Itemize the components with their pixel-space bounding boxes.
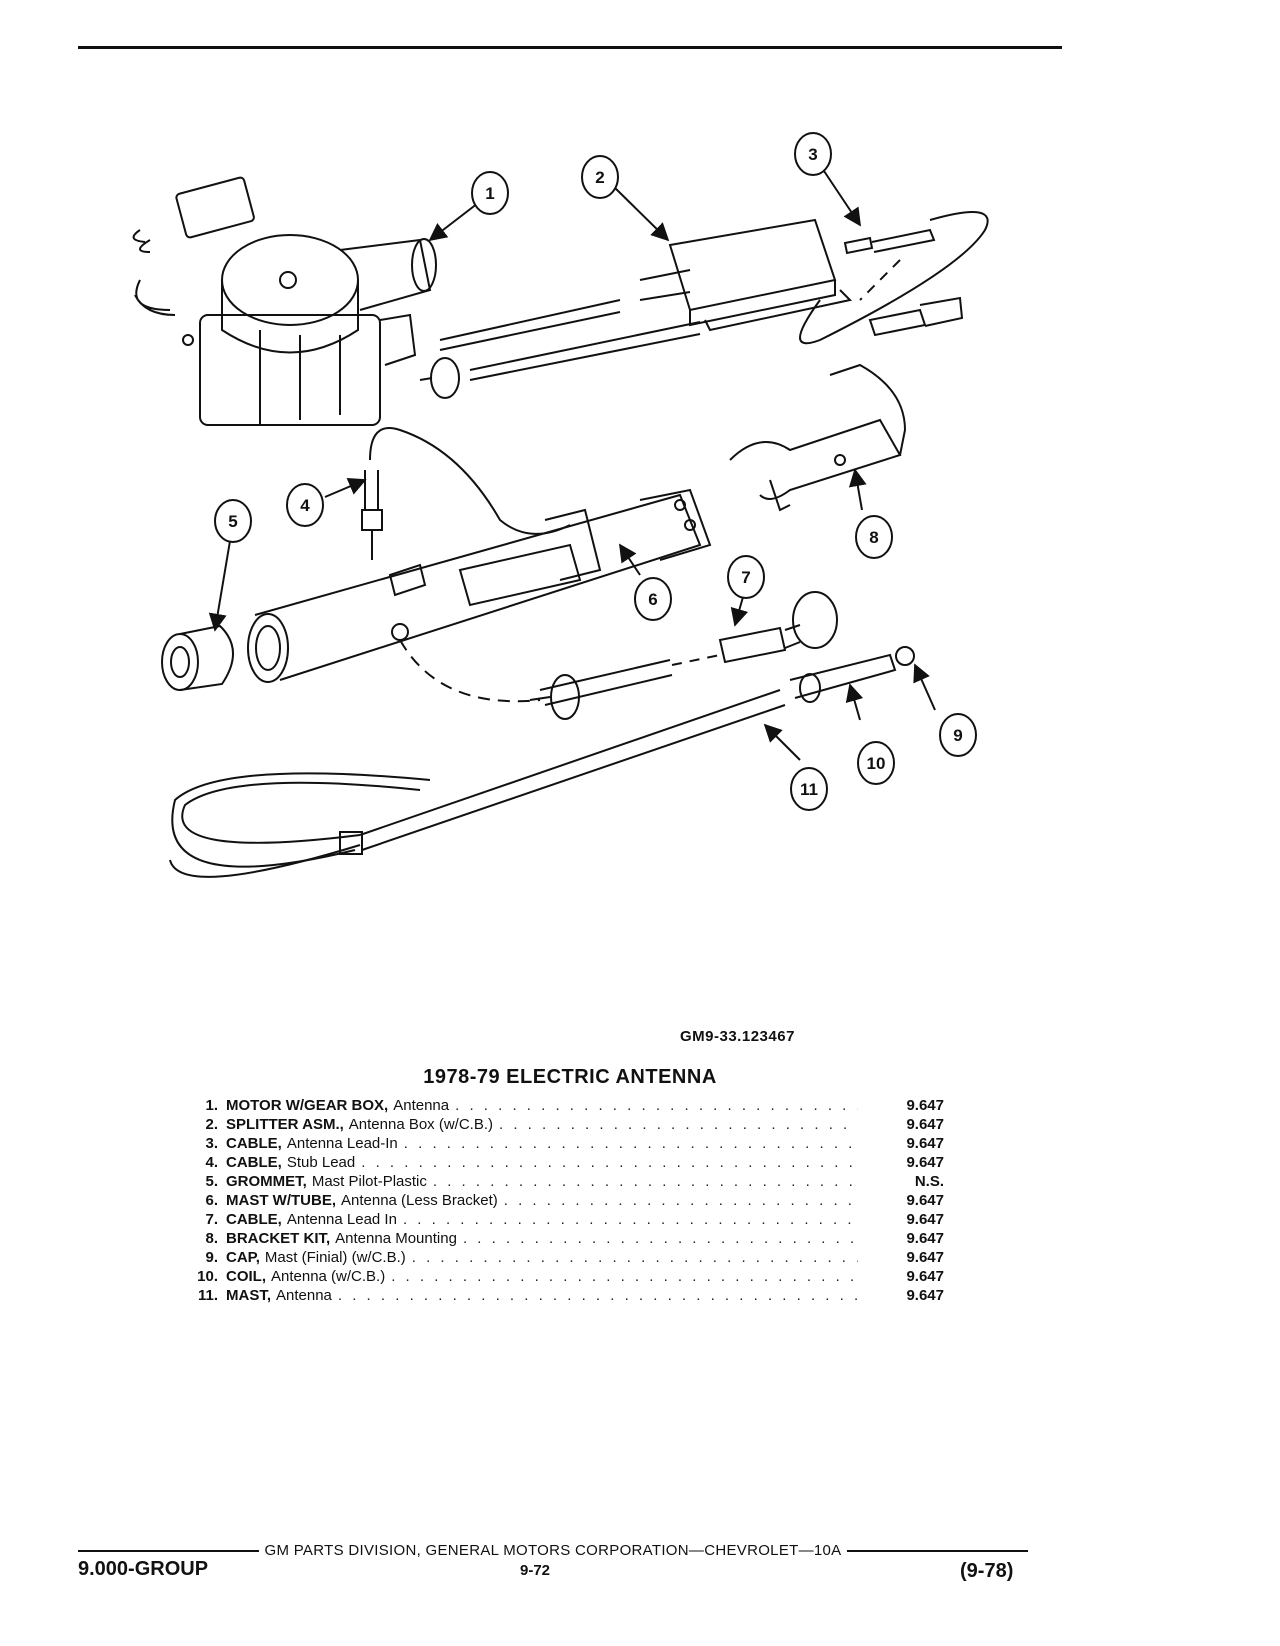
part-description: Mast Pilot-Plastic [311,1173,427,1190]
dot-leader [499,1115,858,1134]
section-title: 1978-79 ELECTRIC ANTENNA [423,1066,717,1088]
part-number: 7. [205,1211,218,1228]
motor-to-splitter-cables [419,299,701,399]
part-number: 6. [205,1192,218,1209]
part-group-code: 9.647 [906,1192,944,1209]
footer-group-label: 9.000-GROUP [78,1558,209,1580]
footer-page-number: 9-72 [520,1562,551,1579]
antenna-mast-part [169,646,915,878]
parts-list: 1.MOTOR W/GEAR BOX,Antenna9.647 2.SPLITT… [184,1096,944,1305]
part-description: Antenna Lead In [286,1211,397,1228]
callout-9: 9 [953,726,962,745]
mast-tube-part [247,488,712,683]
callout-6: 6 [648,590,657,609]
grommet-part [161,624,234,691]
callout-5: 5 [228,512,237,531]
top-rule [78,46,1062,49]
antenna-bracket-part [729,363,907,512]
dot-leader [391,1267,858,1286]
exploded-parts-diagram: 1 2 3 4 5 6 7 8 9 10 11 [132,132,989,878]
part-description: Antenna [276,1287,332,1304]
part-description: Antenna (w/C.B.) [271,1268,386,1285]
parts-list-item: 8. BRACKET KIT,Antenna Mounting 9.647 [184,1229,944,1248]
part-description: Antenna Box (w/C.B.) [348,1116,494,1133]
part-number: 3. [205,1135,218,1152]
part-number: 9. [205,1249,218,1266]
part-number: 1. [205,1097,218,1114]
part-description: Antenna Mounting [335,1230,457,1247]
part-group-code: 9.647 [906,1154,944,1171]
part-group-code: 9.647 [906,1135,944,1152]
footer-rule-left [78,1549,259,1552]
dot-leader [455,1096,858,1115]
part-name: MAST W/TUBE, [226,1192,336,1209]
callout-1: 1 [485,184,494,203]
dot-leader [403,1210,858,1229]
dot-leader [404,1134,858,1153]
part-group-code: 9.647 [906,1230,944,1247]
stub-lead-part [361,427,571,560]
splitter-box-part [639,218,853,332]
part-group-code: N.S. [914,1173,944,1190]
part-group-code: 9.647 [906,1287,944,1304]
parts-list-item: 3. CABLE,Antenna Lead-In 9.647 [184,1134,944,1153]
part-group-code: 9.647 [906,1097,944,1114]
part-name: CABLE, [226,1154,282,1171]
part-number: 4. [205,1154,218,1171]
dot-leader [504,1191,858,1210]
antenna-lead-in-cable-7 [399,591,838,720]
part-name: CAP, [226,1249,260,1266]
parts-list-item: 10. COIL, Antenna (w/C.B.) 9.647 [184,1267,944,1286]
part-name: GROMMET, [226,1173,307,1190]
callout-10: 10 [867,754,886,773]
footer-revision-date: (9-78) [960,1560,1014,1582]
dot-leader [338,1286,858,1305]
dot-leader [433,1172,858,1191]
part-name: CABLE, [226,1135,282,1152]
motor-gear-box-part [132,176,437,426]
part-group-code: 9.647 [906,1268,944,1285]
part-name: CABLE, [226,1211,282,1228]
part-number: 10. [197,1268,218,1285]
parts-list-item: 2. SPLITTER ASM.,Antenna Box (w/C.B.) 9.64… [184,1115,944,1134]
callout-4: 4 [300,496,310,515]
dot-leader [463,1229,858,1248]
footer-publisher-line: GM PARTS DIVISION, GENERAL MOTORS CORPOR… [78,1542,1028,1559]
callout-11: 11 [800,780,818,799]
part-name: BRACKET KIT, [226,1230,331,1247]
part-number: 2. [205,1116,218,1133]
parts-list-item: 9. CAP,Mast (Finial) (w/C.B.) 9.647 [184,1248,944,1267]
part-number: 5. [205,1173,218,1190]
callout-2: 2 [595,168,604,187]
figure-code: GM9-33.123467 [680,1028,795,1045]
parts-list-item: 1. MOTOR W/GEAR BOX,Antenna 9.647 [184,1096,944,1115]
parts-list-item: 4. CABLE,Stub Lead 9.647 [184,1153,944,1172]
footer-publisher: GM PARTS DIVISION, GENERAL MOTORS CORPOR… [264,1542,842,1559]
part-name: SPLITTER ASM., [226,1116,344,1133]
parts-list-item: 11. MAST, Antenna 9.647 [184,1286,944,1305]
dot-leader [361,1153,858,1172]
part-group-code: 9.647 [906,1211,944,1228]
dot-leader [412,1248,858,1267]
callout-3: 3 [808,145,817,164]
part-name: COIL, [226,1268,266,1285]
part-description: Antenna [393,1097,450,1114]
lead-in-cable-part [799,211,989,345]
part-name: MOTOR W/GEAR BOX, [226,1097,389,1114]
part-name: MAST, [226,1287,271,1304]
parts-list-item: 7. CABLE,Antenna Lead In 9.647 [184,1210,944,1229]
part-description: Mast (Finial) (w/C.B.) [264,1249,406,1266]
footer-rule-right [847,1549,1028,1552]
part-description: Stub Lead [286,1154,356,1171]
part-group-code: 9.647 [906,1116,944,1133]
callout-7: 7 [741,568,750,587]
callout-8: 8 [869,528,878,547]
parts-list-item: 6. MAST W/TUBE, Antenna (Less Bracket) 9.64… [184,1191,944,1210]
part-description: Antenna Lead-In [286,1135,398,1152]
part-number: 11. [197,1287,218,1304]
part-description: Antenna (Less Bracket) [341,1192,498,1209]
part-group-code: 9.647 [906,1249,944,1266]
part-number: 8. [205,1230,218,1247]
parts-list-item: 5. GROMMET,Mast Pilot-Plastic N.S. [184,1172,944,1191]
